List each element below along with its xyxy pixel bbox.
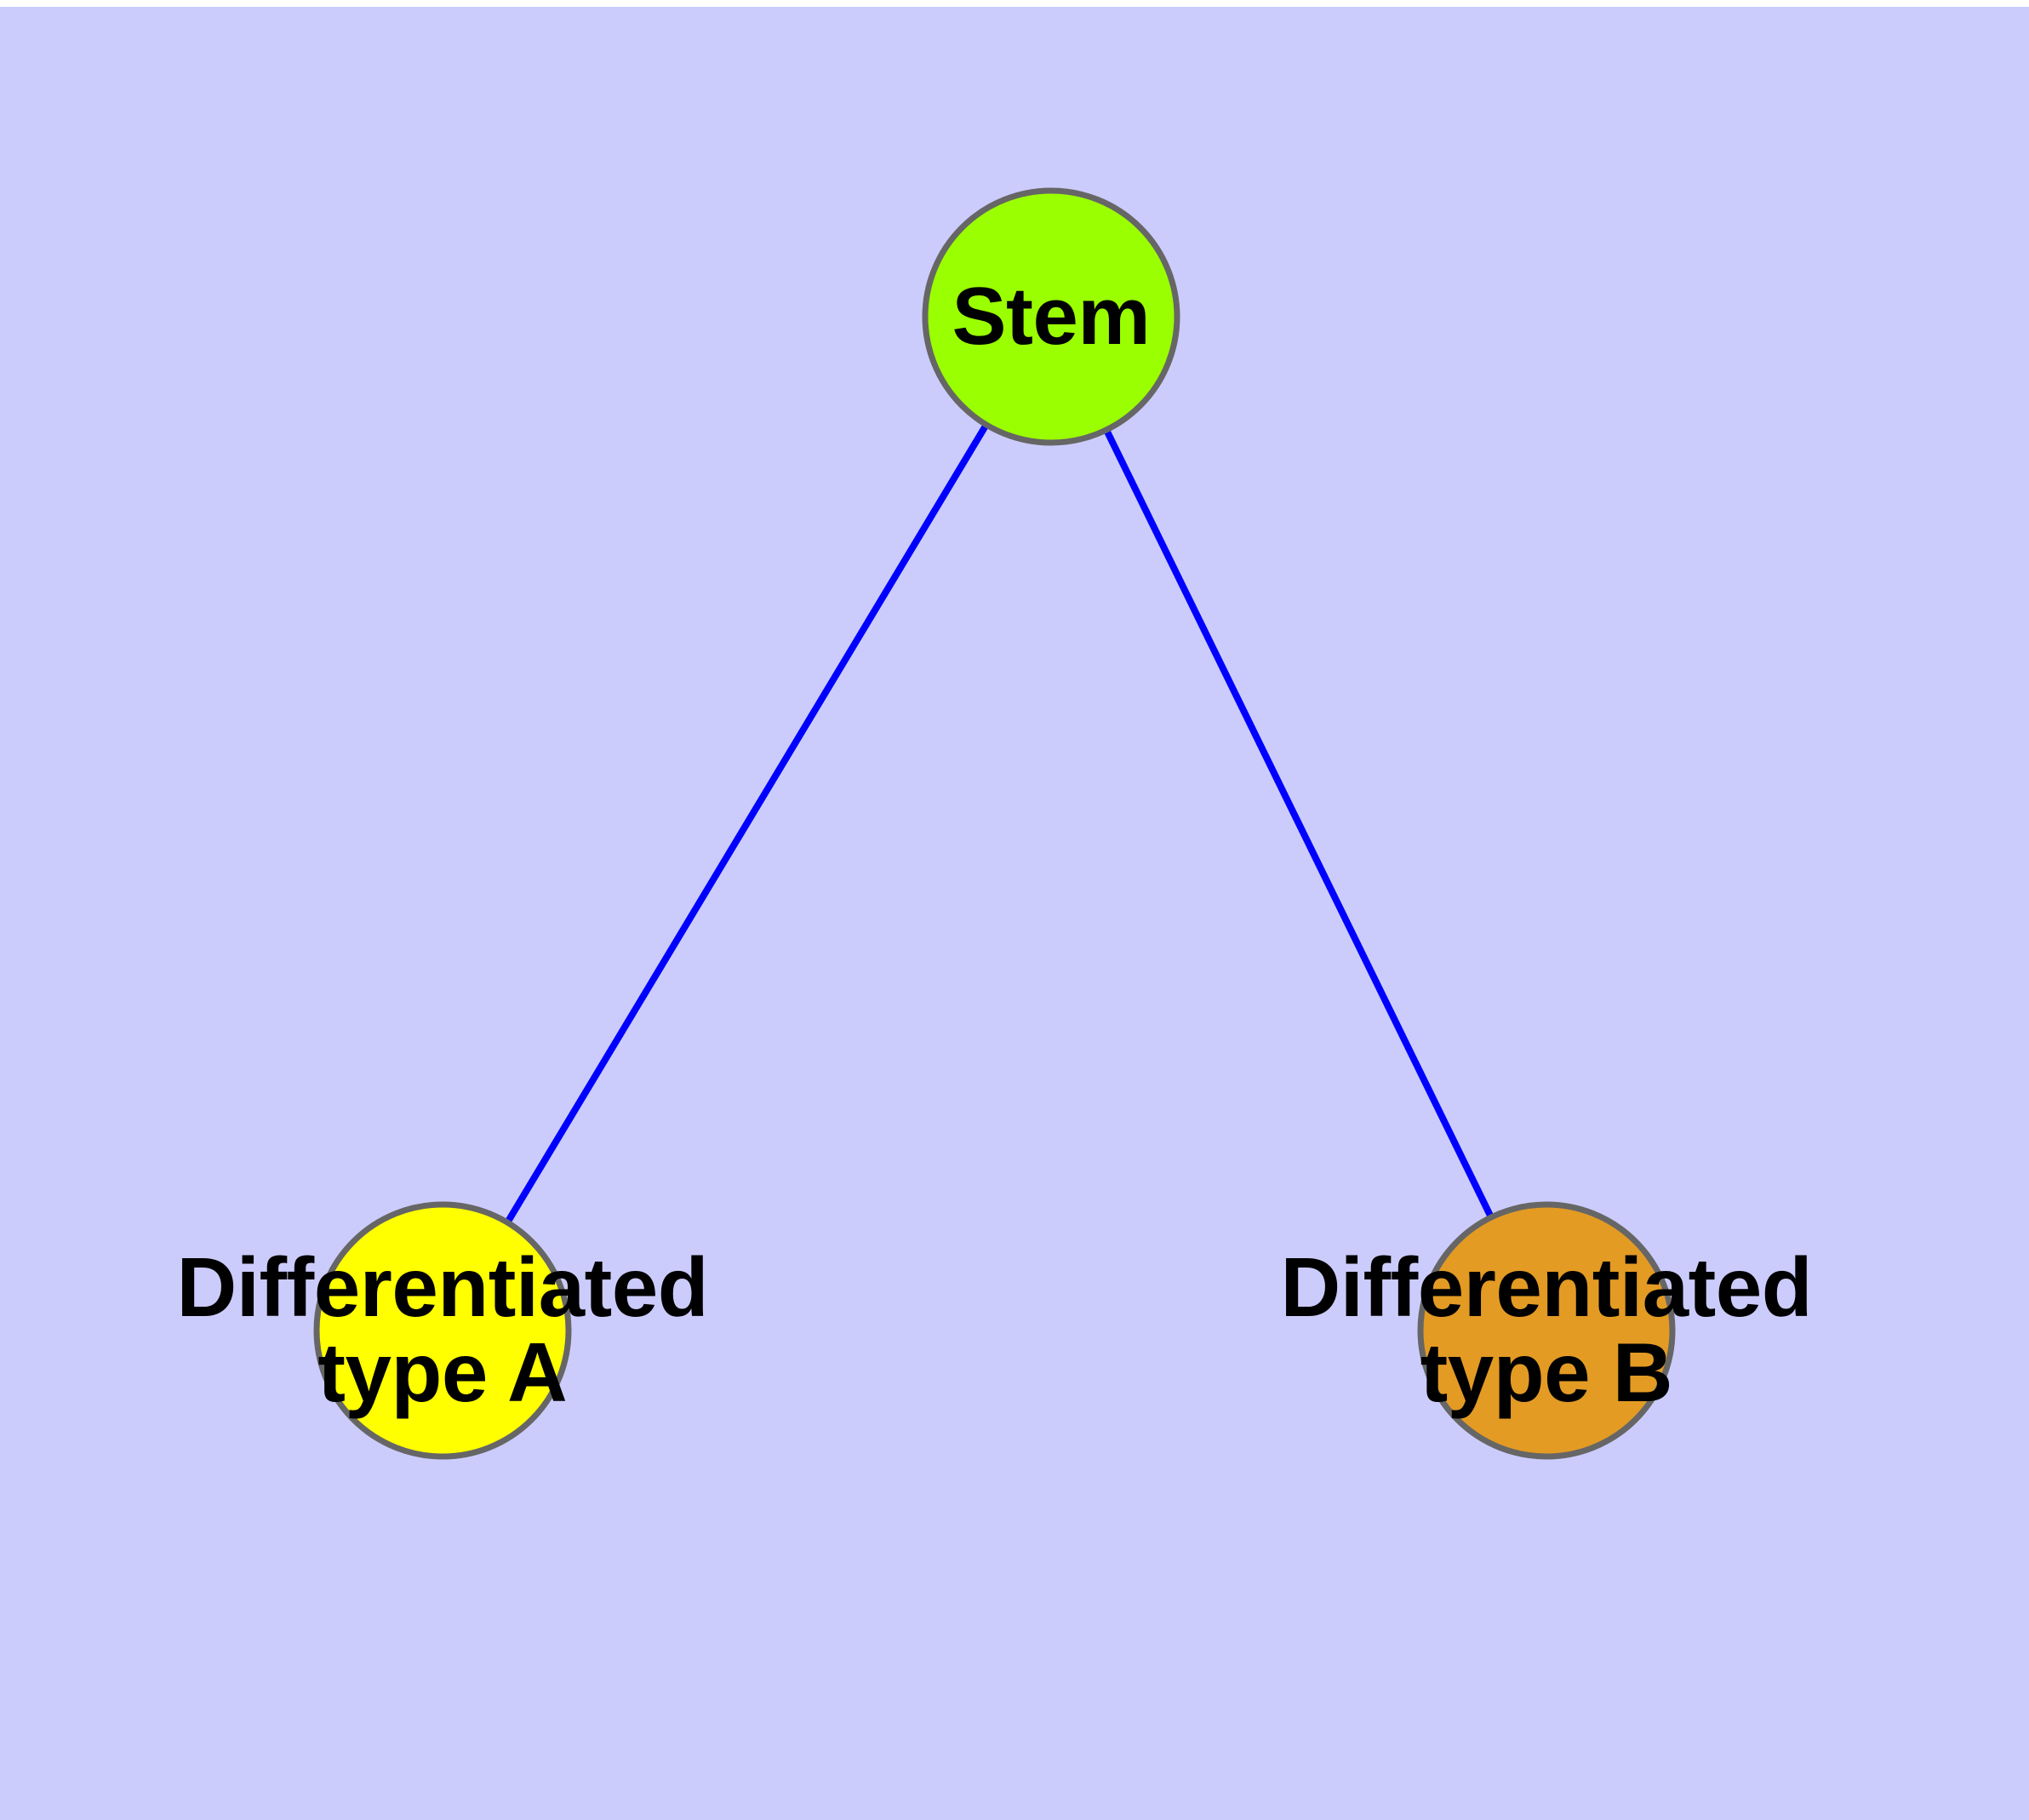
graph-node-stem[interactable] [922, 187, 1180, 446]
graph-edge-stem-diff_b[interactable] [1048, 315, 1550, 1332]
graph-node-diff_a[interactable] [313, 1201, 572, 1460]
edges-group [439, 314, 1550, 1333]
nodes-group [313, 187, 1676, 1460]
graph-node-diff_b[interactable] [1417, 1201, 1676, 1460]
graph-edge-stem-diff_a[interactable] [439, 314, 1055, 1333]
graph-svg [313, 187, 1676, 1460]
